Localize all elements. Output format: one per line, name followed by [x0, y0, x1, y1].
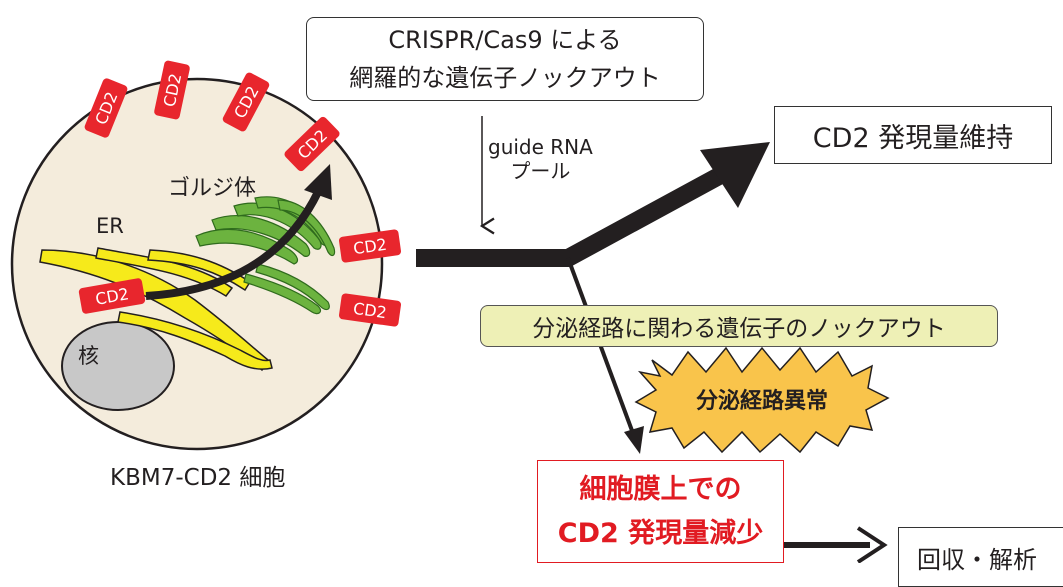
guide-rna-label: guide RNA プール: [488, 135, 593, 183]
maintain-expression-box: CD2 発現量維持: [774, 106, 1052, 164]
reduced-expression-box: 細胞膜上での CD2 発現量減少: [537, 460, 784, 563]
cell-caption: KBM7-CD2 細胞: [110, 465, 286, 491]
main-flow-arrow: [416, 142, 770, 267]
golgi-label: ゴルジ体: [168, 176, 257, 201]
diagram-canvas: CD2 CD2 CD2 CD2 CD2 CD2 CD2: [10, 60, 890, 563]
cd2-markers: CD2 CD2 CD2 CD2 CD2 CD2 CD2: [78, 60, 401, 327]
cd2-marker: CD2: [339, 293, 401, 327]
collect-analyze-box: 回収・解析: [898, 527, 1063, 587]
collect-arrow: [784, 526, 888, 563]
abnormal-label: 分泌経路異常: [696, 388, 828, 414]
down-branch-arrow: [566, 257, 644, 454]
abnormal-starburst: [634, 346, 890, 454]
nucleus-label: 核: [78, 344, 99, 368]
guide-rna-line2: プール: [510, 159, 571, 183]
golgi-apparatus: [195, 196, 336, 315]
svg-text:CD2: CD2: [352, 235, 388, 259]
guide-rna-line1: guide RNA: [488, 135, 593, 159]
secretion-knockout-box: 分泌経路に関わる遺伝子のノックアウト: [480, 305, 998, 347]
crispr-knockout-box: CRISPR/Cas9 による 網羅的な遺伝子ノックアウト: [306, 17, 704, 101]
svg-text:CD2: CD2: [352, 299, 388, 323]
crispr-box-line2: 網羅的な遺伝子ノックアウト: [349, 64, 661, 92]
er-structure: [39, 247, 273, 372]
cd2-marker: CD2: [339, 229, 401, 263]
reduce-line2: CD2 発現量減少: [557, 517, 764, 549]
reduce-line1: 細胞膜上での: [579, 473, 742, 505]
transport-arrow: [145, 190, 322, 300]
cd2-marker: CD2: [154, 60, 190, 120]
crispr-box-line1: CRISPR/Cas9 による: [388, 26, 622, 54]
cd2-marker: CD2: [78, 278, 146, 314]
transport-arrow-head: [304, 164, 332, 200]
er-label: ER: [96, 214, 124, 238]
